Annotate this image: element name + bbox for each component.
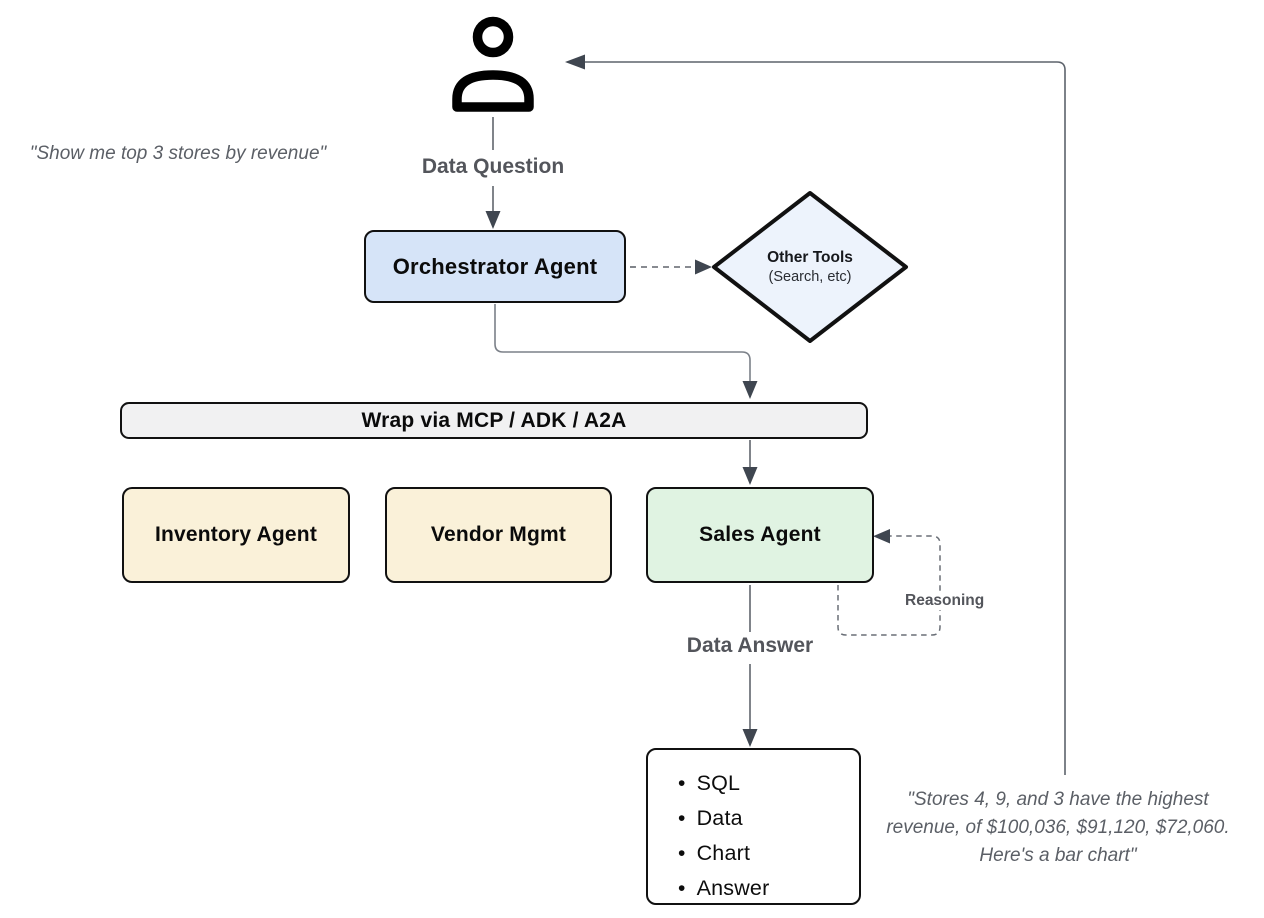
reasoning-label: Reasoning xyxy=(901,592,989,610)
output-node: SQL Data Chart Answer xyxy=(646,748,861,905)
output-item-answer: Answer xyxy=(678,871,770,906)
other-tools-title: Other Tools xyxy=(767,248,853,266)
user-question-quote: "Show me top 3 stores by revenue" xyxy=(29,143,327,164)
output-item-chart: Chart xyxy=(678,836,769,871)
vendor-mgmt-node: Vendor Mgmt xyxy=(385,487,612,583)
inventory-agent-node: Inventory Agent xyxy=(122,487,350,583)
arrowhead-into-sales-top xyxy=(742,467,758,485)
arrowhead-into-orchestrator xyxy=(485,211,501,229)
diamond-shape xyxy=(712,191,908,343)
output-item-data: Data xyxy=(678,801,769,836)
arrowhead-into-wrap xyxy=(742,381,758,399)
data-answer-label: Data Answer xyxy=(686,634,814,657)
inventory-agent-label: Inventory Agent xyxy=(154,523,318,546)
user-icon xyxy=(452,16,534,112)
arrowhead-into-output xyxy=(742,729,758,747)
arrowhead-reasoning xyxy=(873,529,890,544)
output-list: SQL Data Chart Answer xyxy=(648,750,770,906)
wrap-mcp-adk-a2a-bar: Wrap via MCP / ADK / A2A xyxy=(120,402,868,439)
arrowhead-into-user xyxy=(565,54,585,70)
sales-agent-node: Sales Agent xyxy=(646,487,874,583)
vendor-mgmt-label: Vendor Mgmt xyxy=(430,523,567,546)
orchestrator-agent-label: Orchestrator Agent xyxy=(392,253,598,279)
other-tools-subtitle: (Search, etc) xyxy=(768,268,852,285)
data-question-label: Data Question xyxy=(421,155,565,178)
other-tools-node: Other Tools (Search, etc) xyxy=(705,188,915,346)
sales-agent-label: Sales Agent xyxy=(699,523,821,546)
orchestrator-agent-node: Orchestrator Agent xyxy=(364,230,626,303)
wrap-bar-label: Wrap via MCP / ADK / A2A xyxy=(361,408,627,432)
agent-answer-quote: "Stores 4, 9, and 3 have the highest rev… xyxy=(886,789,1230,866)
output-item-sql: SQL xyxy=(678,766,769,801)
